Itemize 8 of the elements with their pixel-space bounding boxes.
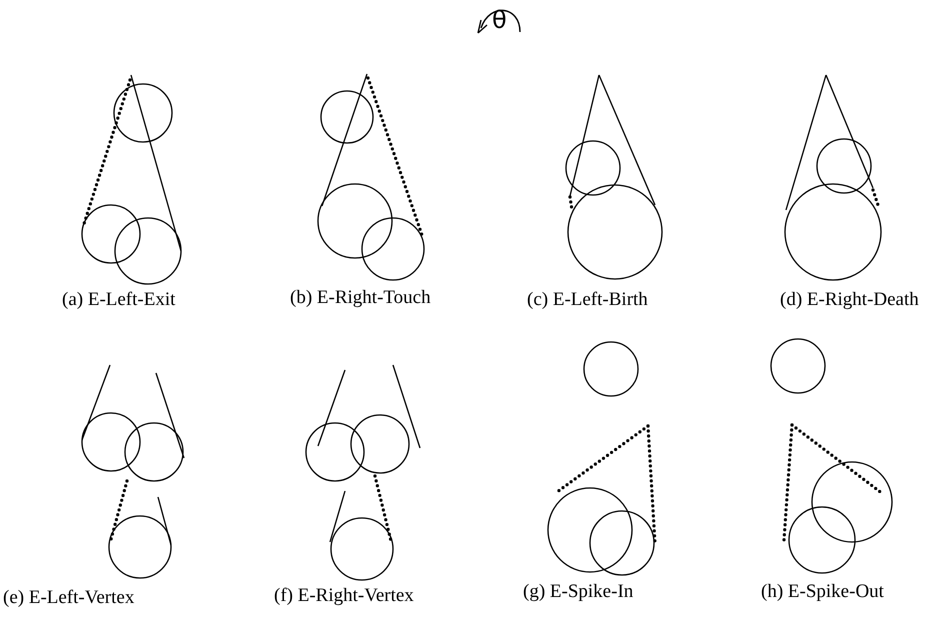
- panel-caption: (c) E-Left-Birth: [527, 289, 648, 311]
- panel-caption: (e) E-Left-Vertex: [3, 587, 134, 609]
- panel-caption: (b) E-Right-Touch: [290, 287, 431, 309]
- panel-caption: (f) E-Right-Vertex: [274, 585, 414, 607]
- panel-caption: (d) E-Right-Death: [780, 289, 919, 311]
- panel-caption: (g) E-Spike-In: [523, 581, 634, 603]
- panel-caption: (h) E-Spike-Out: [761, 581, 884, 603]
- panel-caption: (a) E-Left-Exit: [62, 289, 176, 311]
